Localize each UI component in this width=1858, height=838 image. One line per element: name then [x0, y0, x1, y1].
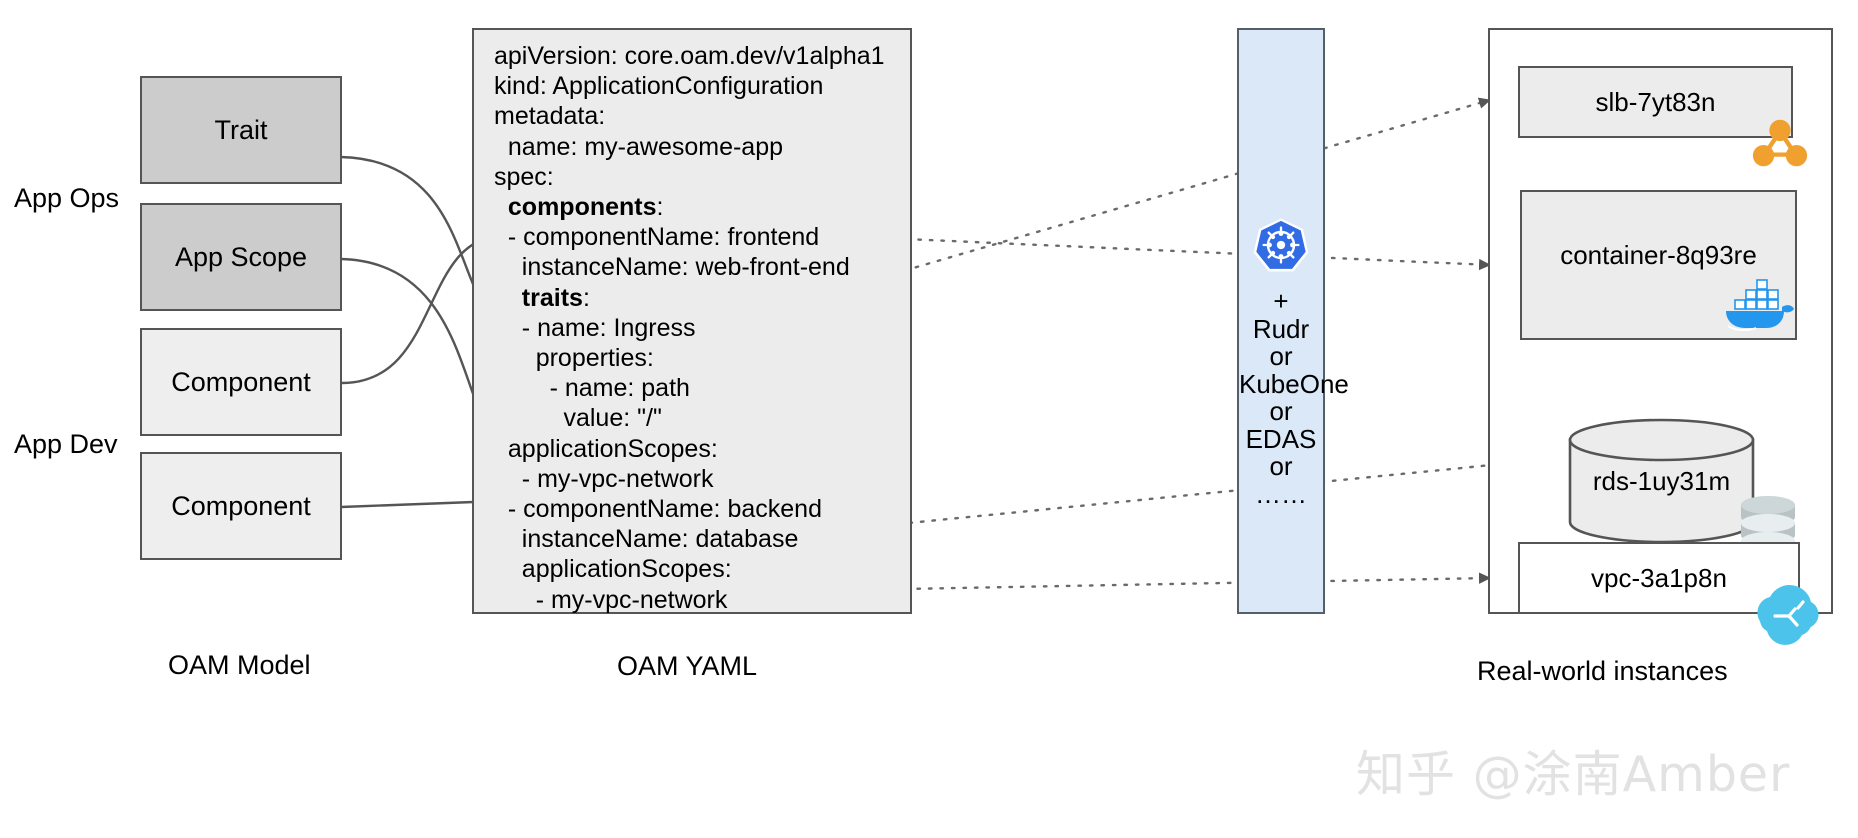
yaml-line: components: — [507, 193, 664, 222]
yaml-line: kind: ApplicationConfiguration — [494, 72, 824, 101]
instance-box-slb[interactable]: slb-7yt83n — [1518, 66, 1793, 138]
yaml-line: name: my-awesome-app — [507, 132, 784, 161]
connector-frontend-to-container — [836, 234, 1492, 271]
instance-box-container[interactable]: container-8q93re — [1520, 190, 1797, 340]
yaml-line: value: "/" — [563, 404, 662, 433]
instance-label-slb: slb-7yt83n — [1595, 86, 1716, 117]
oam-yaml-code: apiVersion: core.oam.dev/v1alpha1 kind: … — [494, 41, 885, 615]
yaml-line: instanceName: web-front-end — [521, 253, 850, 282]
model-box-trait[interactable]: Trait — [140, 76, 342, 184]
caption-oam-model: OAM Model — [168, 650, 311, 680]
yaml-line: - my-vpc-network — [535, 585, 728, 614]
yaml-line: instanceName: database — [521, 525, 799, 554]
oam-yaml-panel: apiVersion: core.oam.dev/v1alpha1 kind: … — [472, 28, 912, 614]
yaml-line: - name: path — [549, 374, 690, 403]
caption-real-world-instances: Real-world instances — [1477, 656, 1728, 686]
yaml-line: - componentName: frontend — [507, 223, 820, 252]
connector-database-to-rds — [816, 453, 1564, 534]
watermark: 知乎 @涂南Amber — [1356, 746, 1791, 803]
model-box-component-2[interactable]: Component — [140, 452, 342, 560]
yaml-line: metadata: — [494, 102, 606, 131]
yaml-line: - name: Ingress — [521, 313, 696, 342]
instance-label-vpc: vpc-3a1p8n — [1591, 562, 1727, 593]
model-box-component-1-label: Component — [171, 366, 311, 397]
model-box-app-scope-label: App Scope — [174, 241, 308, 272]
model-box-component-1[interactable]: Component — [140, 328, 342, 436]
instance-label-rds: rds-1uy31m — [1568, 418, 1755, 544]
instance-label-rds-text: rds-1uy31m — [1592, 465, 1731, 496]
role-label-app-dev: App Dev — [14, 429, 118, 459]
docker-whale-icon — [1726, 279, 1794, 332]
model-box-component-2-label: Component — [171, 490, 311, 521]
yaml-line: applicationScopes: — [507, 434, 718, 463]
kubernetes-logo-icon — [1253, 218, 1309, 272]
yaml-line: properties: — [535, 344, 654, 373]
caption-oam-yaml: OAM YAML — [617, 651, 758, 681]
yaml-line: applicationScopes: — [521, 555, 732, 584]
vpc-cloud-icon — [1757, 585, 1819, 645]
model-box-app-scope[interactable]: App Scope — [140, 203, 342, 311]
role-label-app-ops: App Ops — [14, 183, 120, 213]
yaml-line: - componentName: backend — [507, 495, 822, 524]
instance-label-container: container-8q93re — [1560, 240, 1757, 270]
model-box-trait-label: Trait — [214, 114, 268, 145]
yaml-line: - my-vpc-network — [521, 464, 714, 493]
load-balancer-icon — [1752, 119, 1808, 167]
runtime-column: + Rudr or KubeOne or EDAS or …… — [1237, 28, 1349, 614]
yaml-line: apiVersion: core.oam.dev/v1alpha1 — [494, 42, 885, 70]
instance-box-vpc[interactable]: vpc-3a1p8n — [1518, 542, 1800, 614]
yaml-line: spec: — [494, 162, 554, 191]
runtime-stack-text: + Rudr or KubeOne or EDAS or …… — [1239, 286, 1349, 509]
yaml-line: traits: — [521, 283, 590, 312]
